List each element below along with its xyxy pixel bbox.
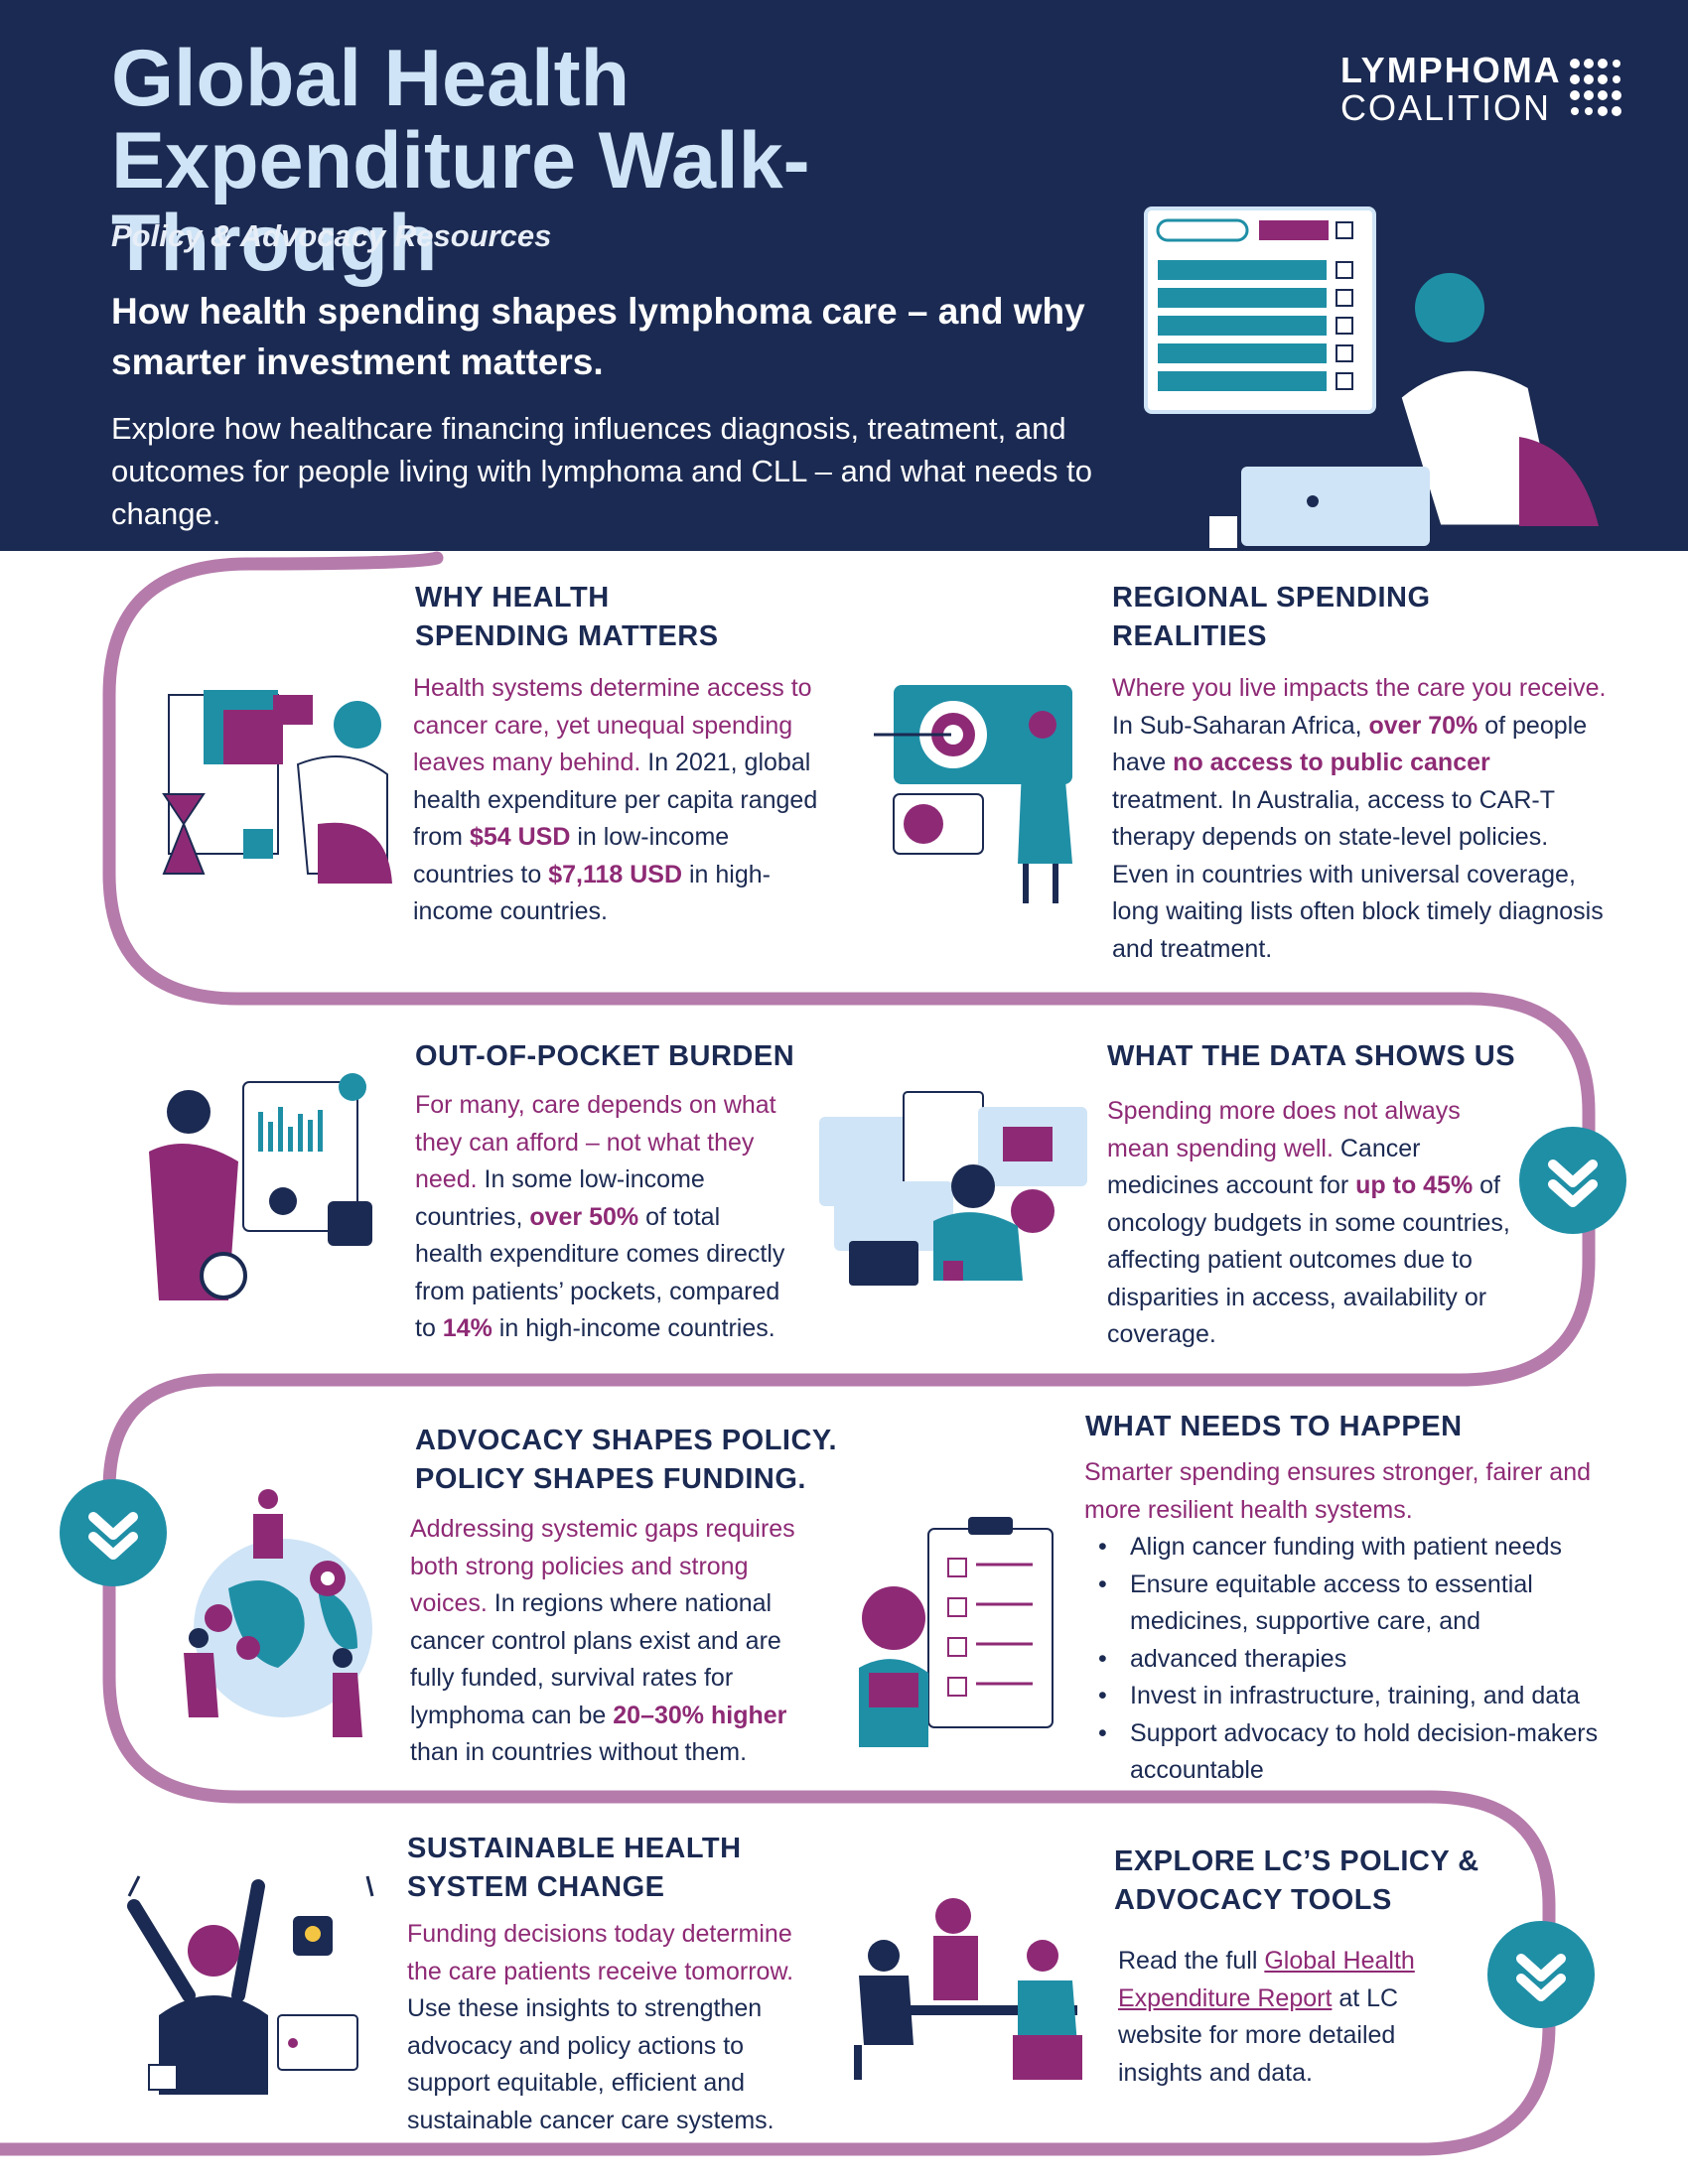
section-title-needs: WHAT NEEDS TO HAPPEN (1085, 1411, 1463, 1442)
why-illustration (162, 690, 392, 884)
needs-illustration (859, 1517, 1054, 1747)
section-body-explore: Read the full Global Health Expenditure … (1118, 1947, 1415, 2087)
list-item: Support advocacy to hold decision-makers… (1084, 1715, 1620, 1790)
page-title: Global Health Expenditure Walk-Through (111, 34, 810, 288)
section-body-oop: For many, care depends on what they can … (415, 1091, 785, 1342)
section-title-regional: REGIONAL SPENDING REALITIES (1112, 582, 1431, 652)
list-item: Ensure equitable access to essential med… (1084, 1567, 1620, 1641)
scroll-down-button[interactable] (60, 1479, 167, 1586)
sustainable-illustration (127, 1875, 374, 2095)
section-title-data: WHAT THE DATA SHOWS US (1107, 1040, 1516, 1072)
regional-illustration (874, 685, 1072, 903)
header-banner (0, 0, 1688, 551)
oop-illustration (149, 1073, 372, 1300)
logo-dots-icon (1570, 59, 1621, 116)
scroll-down-button[interactable] (1519, 1127, 1626, 1234)
list-item: Invest in infrastructure, training, and … (1084, 1678, 1620, 1715)
explore-illustration (854, 1898, 1082, 2080)
intro-text: Explore how healthcare financing influen… (111, 411, 1092, 531)
advocacy-illustration (184, 1489, 372, 1737)
chevron-down-icon (88, 1512, 138, 1560)
logo-text-line1: LYMPHOMA (1340, 50, 1562, 90)
section-lead-needs: Smarter spending ensures stronger, faire… (1084, 1458, 1591, 1524)
report-link[interactable]: Global Health Expenditure Report (1118, 1947, 1415, 2012)
section-body-data: Spending more does not always mean spend… (1107, 1097, 1510, 1348)
chevron-down-icon (1516, 1954, 1566, 2001)
chevron-down-icon (1548, 1160, 1598, 1207)
logo-text-line2: COALITION (1340, 87, 1552, 128)
section-body-sustainable: Funding decisions today determine the ca… (407, 1920, 794, 2134)
list-item: Align cancer funding with patient needs (1084, 1529, 1620, 1567)
header-illustration (1144, 206, 1599, 548)
section-body-advocacy: Addressing systemic gaps requires both s… (410, 1515, 795, 1766)
scroll-down-button[interactable] (1487, 1921, 1595, 2028)
section-title-explore: EXPLORE LC’S POLICY & ADVOCACY TOOLS (1114, 1845, 1479, 1916)
section-title-oop: OUT-OF-POCKET BURDEN (415, 1040, 795, 1072)
section-title-advocacy: ADVOCACY SHAPES POLICY. POLICY SHAPES FU… (415, 1425, 838, 1495)
data-illustration (819, 1091, 1087, 1286)
list-item: advanced therapies (1084, 1641, 1620, 1679)
page-subtitle: Policy & Advocacy Resources (111, 218, 552, 253)
section-body-regional: Where you live impacts the care you rece… (1112, 674, 1607, 963)
section-title-why: WHY HEALTH SPENDING MATTERS (415, 582, 719, 652)
section-body-why: Health systems determine access to cance… (413, 674, 818, 925)
section-title-sustainable: SUSTAINABLE HEALTH SYSTEM CHANGE (407, 1833, 742, 1903)
needs-list: Align cancer funding with patient needs … (1084, 1529, 1620, 1790)
lead-text: How health spending shapes lymphoma care… (111, 291, 1085, 382)
